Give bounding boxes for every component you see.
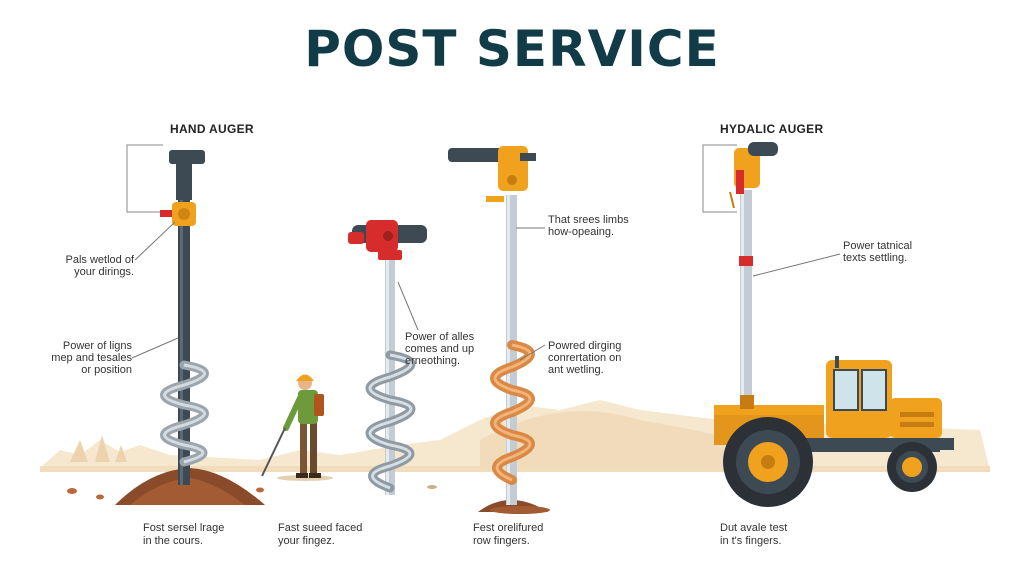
hand-auger: [67, 144, 265, 505]
hydraulic-auger-note: Power tatnical texts settling.: [843, 240, 913, 264]
orange-auger-caption: Fest orelifured row fingers.: [473, 522, 544, 547]
hand-auger-note-mid: Power of ligns mep and tesales or positi…: [51, 340, 132, 376]
orange-powered-auger: [448, 146, 550, 514]
page-title: POST SERVICE: [304, 20, 720, 78]
hand-auger-note-top: Pals wetlod of your dirings.: [65, 254, 134, 278]
hydraulic-auger-tractor: [702, 142, 954, 507]
worker-figure: [261, 374, 333, 481]
hydraulic-auger-caption: Dut avale test in t's fingers.: [720, 522, 788, 547]
red-power-auger: [348, 220, 437, 495]
hand-auger-heading: HAND AUGER: [170, 122, 254, 136]
orange-auger-note-top: That srees limbs how-opeaing.: [548, 214, 629, 238]
red-auger-note: Power of alles comes and up erneothing.: [405, 331, 475, 367]
hydraulic-auger-heading: HYDALIC AUGER: [720, 122, 824, 136]
hand-auger-caption: Fost sersel lrage in the cours.: [143, 522, 225, 547]
red-auger-caption: Fast sueed faced your fingez.: [278, 522, 363, 547]
orange-auger-note-mid: Powred dirging conrertation on ant wetli…: [548, 340, 622, 376]
